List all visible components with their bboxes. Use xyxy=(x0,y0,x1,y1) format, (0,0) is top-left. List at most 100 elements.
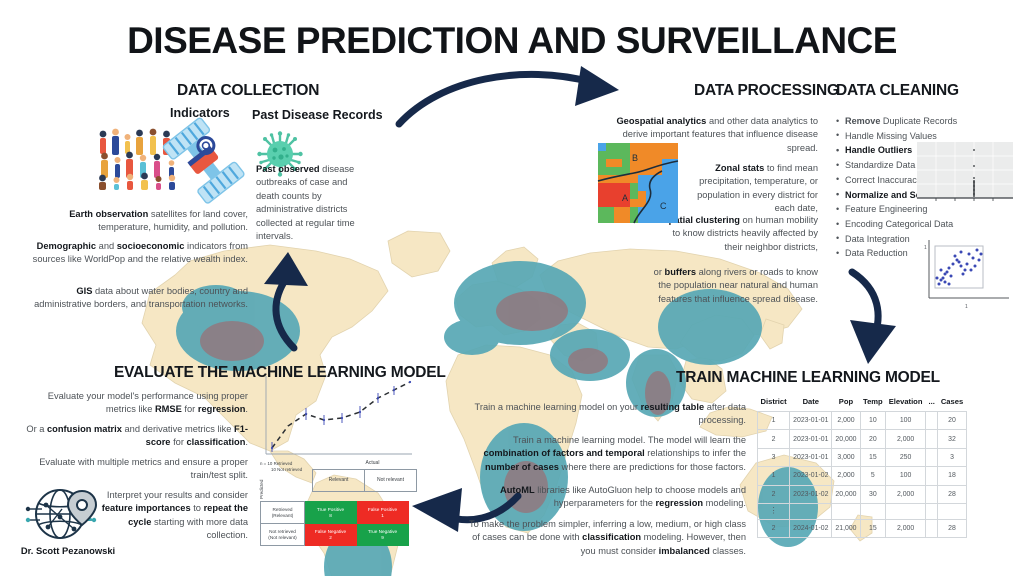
list-item: Correct Inaccuracies xyxy=(836,172,966,188)
table-cell: 18 xyxy=(937,466,967,486)
table-header-row: District Date Pop Temp Elevation ... Cas… xyxy=(758,395,967,412)
paragraph-geospatial-analytics: Geospatial analytics and other data anal… xyxy=(616,116,818,153)
paragraph-multiple-metrics: Evaluate with multiple metrics and ensur… xyxy=(39,457,248,481)
list-item: Data Reduction xyxy=(836,246,966,261)
table-cell xyxy=(924,429,939,449)
table-cell: 20,000 xyxy=(831,484,861,504)
author-name: Dr. Scott Pezanowski xyxy=(20,545,116,556)
n-prefix: n = xyxy=(260,461,267,466)
table-cell: 20,000 xyxy=(831,429,861,449)
cm-col-header: Relevant xyxy=(312,469,365,492)
table-cell xyxy=(789,502,833,521)
table-cell: 21,000 xyxy=(831,519,861,539)
svg-text:B: B xyxy=(632,153,638,163)
paragraph-train-combination: Train a machine learning model. The mode… xyxy=(483,435,746,472)
people-crowd-icon xyxy=(99,128,176,190)
col-elevation: Elevation xyxy=(888,397,923,406)
virus-icon xyxy=(257,131,303,177)
table-cell: 32 xyxy=(937,429,967,449)
list-item-lead: Remove xyxy=(845,116,881,126)
section-heading-data-cleaning: DATA CLEANING xyxy=(836,82,959,99)
table-cell: 2023-01-01 xyxy=(789,429,833,449)
zonal-stats-raster-map: A B C xyxy=(597,143,679,224)
table-cell: 2023-01-02 xyxy=(789,466,833,486)
paragraph-confusion-matrix: Or a confusion matrix and derivative met… xyxy=(26,424,248,448)
arrow-cleaning-to-training xyxy=(848,268,896,364)
table-cell xyxy=(924,519,939,539)
table-cell: 5 xyxy=(859,466,887,486)
col-ellipsis: ... xyxy=(928,397,935,406)
table-cell xyxy=(924,466,939,486)
paragraph-train-resulting-table: Train a machine learning model on your r… xyxy=(474,402,746,426)
table-cell xyxy=(831,502,861,521)
model-performance-line-chart xyxy=(265,376,412,455)
table-cell: 2 xyxy=(756,484,791,504)
cm-row-header: Retrieved(Relevant) xyxy=(260,501,305,524)
table-cell: 30 xyxy=(859,484,887,504)
section-heading-data-processing: DATA PROCESSING xyxy=(694,82,839,99)
table-cell: 28 xyxy=(937,484,967,504)
subheading-past-disease-records: Past Disease Records xyxy=(252,108,383,122)
normalize-scale-scatter-plot: 1 1 xyxy=(924,240,1009,310)
table-cell xyxy=(924,447,939,468)
table-cell xyxy=(924,410,939,431)
table-cell: 2,000 xyxy=(831,410,861,431)
paragraph-past-observed: Past observed disease outbreaks of case … xyxy=(256,164,355,242)
table-cell: 15 xyxy=(859,447,887,468)
table-cell: 2023-01-01 xyxy=(789,410,833,431)
table-cell: 15 xyxy=(859,519,887,539)
table-cell: 1 xyxy=(756,466,791,486)
table-cell xyxy=(885,502,926,521)
paragraph-classification-imbalanced: To make the problem simpler, inferring a… xyxy=(469,519,746,556)
confusion-matrix-table: Relevant Not relevant xyxy=(312,469,417,492)
col-district: District xyxy=(760,397,787,406)
col-pop: Pop xyxy=(838,397,854,406)
table-cell: 2 xyxy=(756,519,791,539)
paragraph-buffers: or buffers along rivers or roads to know… xyxy=(653,267,818,304)
table-cell: 100 xyxy=(885,466,926,486)
table-row: Not retrieved(Not relevant) False Negati… xyxy=(260,523,409,546)
list-item: Standardize Data Formats xyxy=(836,158,966,173)
section-heading-data-collection: DATA COLLECTION xyxy=(177,82,320,99)
table-cell: 2,000 xyxy=(885,519,926,539)
list-item: Handle Outliers xyxy=(836,143,966,158)
n-line1: 10 Retrieved xyxy=(267,461,293,466)
cm-col-header: Not relevant xyxy=(364,469,417,492)
table-cell: 250 xyxy=(885,447,926,468)
section-heading-evaluate-model: EVALUATE THE MACHINE LEARNING MODEL xyxy=(114,364,446,381)
n-line2: 10 Not retrieved xyxy=(271,466,303,472)
section-heading-train-model: TRAIN MACHINE LEARNING MODEL xyxy=(676,369,940,386)
col-date: Date xyxy=(802,397,820,406)
subheading-indicators: Indicators xyxy=(170,106,230,120)
table-cell: 20 xyxy=(937,410,967,431)
list-item: Data Integration xyxy=(836,231,966,247)
col-cases: Cases xyxy=(940,397,964,406)
table-cell: 2,000 xyxy=(831,466,861,486)
table-cell: 3,000 xyxy=(831,447,861,468)
confusion-matrix-actual-label: Actual xyxy=(365,460,380,466)
paragraph-zonal-stats: Zonal stats to find mean precipitation, … xyxy=(697,163,818,214)
table-cell: 10 xyxy=(859,410,887,431)
table-cell: 2024-01-02 xyxy=(789,519,833,539)
paragraph-demographic: Demographic and socioeconomic indicators… xyxy=(32,241,248,265)
svg-text:1: 1 xyxy=(965,304,968,310)
list-item: Handle Missing Values xyxy=(836,128,966,144)
table-cell: 28 xyxy=(937,519,967,539)
col-temp: Temp xyxy=(863,397,883,406)
outlier-strip-plot xyxy=(917,142,1013,201)
paragraph-evaluate-rmse: Evaluate your model's performance using … xyxy=(47,391,248,415)
svg-text:1: 1 xyxy=(924,245,927,251)
svg-text:C: C xyxy=(660,201,667,211)
paragraph-earth-observation: Earth observation satellites for land co… xyxy=(69,209,248,233)
cm-row-header: Not retrieved(Not relevant) xyxy=(260,523,305,546)
list-item: Encoding Categorical Data xyxy=(836,217,966,232)
arrow-evaluation-to-collection xyxy=(264,252,308,352)
